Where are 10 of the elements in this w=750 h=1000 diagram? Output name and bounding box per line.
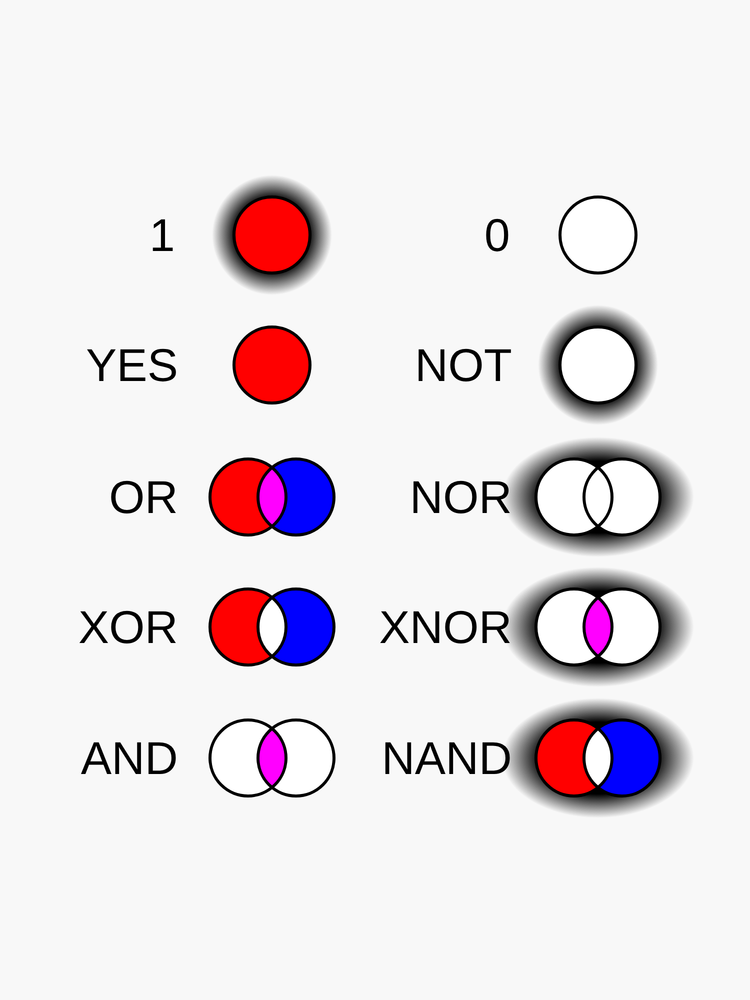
gate-label: 0 — [484, 209, 510, 261]
gate-label: NOT — [414, 339, 512, 391]
gate-label: NOR — [410, 471, 512, 523]
gate-label: YES — [86, 339, 178, 391]
gate-label: 1 — [149, 209, 175, 261]
gate-label: NAND — [382, 732, 512, 784]
gate-label: OR — [109, 471, 178, 523]
gate-label: AND — [80, 732, 178, 784]
gate-label: XOR — [78, 601, 178, 653]
gate-label: XNOR — [379, 601, 512, 653]
